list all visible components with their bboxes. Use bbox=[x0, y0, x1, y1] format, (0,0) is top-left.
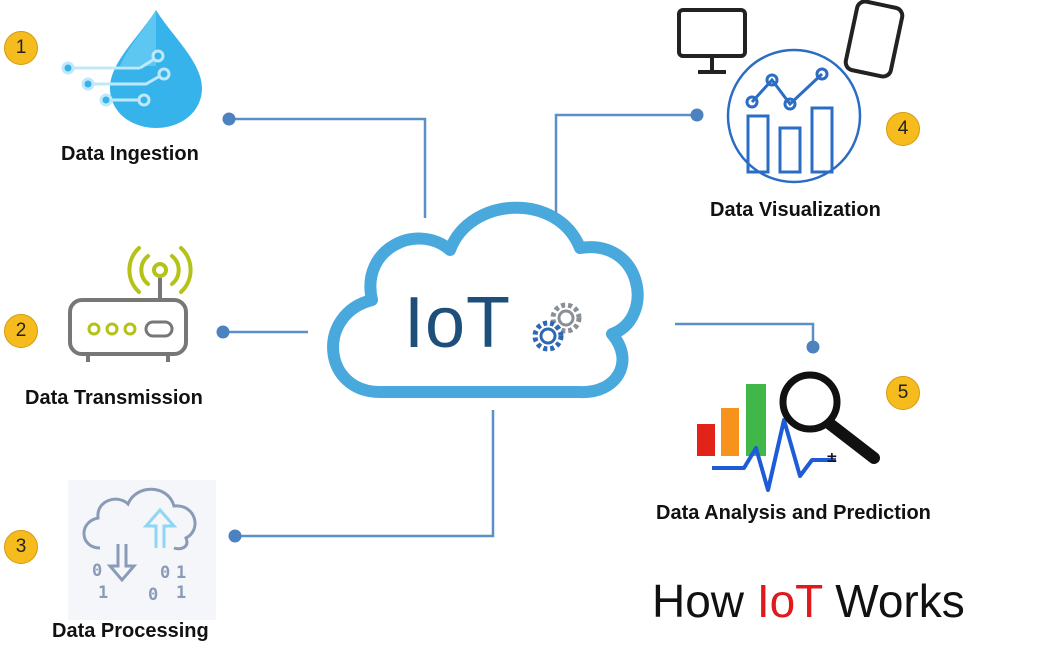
step-label-ingestion: Data Ingestion bbox=[61, 143, 199, 165]
step-badge-3: 3 bbox=[4, 530, 38, 564]
iot-center-title: IoT bbox=[404, 283, 512, 363]
step-badge-2: 2 bbox=[4, 314, 38, 348]
svg-text:1: 1 bbox=[176, 563, 186, 583]
step-label-transmission: Data Transmission bbox=[25, 387, 203, 409]
connectors bbox=[223, 113, 815, 538]
svg-text:1: 1 bbox=[98, 583, 108, 603]
gears-icon bbox=[532, 302, 582, 352]
step-label-visualization: Data Visualization bbox=[710, 199, 881, 221]
svg-text:±: ± bbox=[826, 450, 838, 466]
analysis-magnifier-icon: ± bbox=[697, 371, 880, 492]
cloud-binary-icon: 0 1 0 0 1 1 bbox=[68, 480, 216, 620]
dashboard-devices-icon bbox=[677, 0, 905, 184]
step-badge-5: 5 bbox=[886, 376, 920, 410]
step-label-processing: Data Processing bbox=[52, 620, 209, 642]
wifi-router-icon bbox=[68, 246, 193, 362]
svg-text:1: 1 bbox=[176, 583, 186, 603]
water-drop-circuit-icon bbox=[61, 10, 202, 128]
connector-dots bbox=[216, 108, 820, 543]
connector-ingestion bbox=[229, 117, 427, 218]
page-title: How IoT Works bbox=[652, 574, 965, 628]
connector-processing bbox=[235, 410, 495, 538]
step-badge-1: 1 bbox=[4, 31, 38, 65]
title-highlight: IoT bbox=[756, 575, 823, 627]
svg-text:0: 0 bbox=[92, 561, 102, 581]
iot-cloud-icon bbox=[327, 201, 644, 399]
title-suffix: Works bbox=[822, 575, 965, 627]
title-prefix: How bbox=[652, 575, 757, 627]
svg-text:0: 0 bbox=[160, 563, 170, 583]
connector-visualization bbox=[554, 113, 697, 215]
step-badge-4: 4 bbox=[886, 112, 920, 146]
step-label-analysis: Data Analysis and Prediction bbox=[656, 502, 931, 524]
svg-text:0: 0 bbox=[148, 585, 158, 605]
connector-analysis bbox=[675, 322, 815, 346]
